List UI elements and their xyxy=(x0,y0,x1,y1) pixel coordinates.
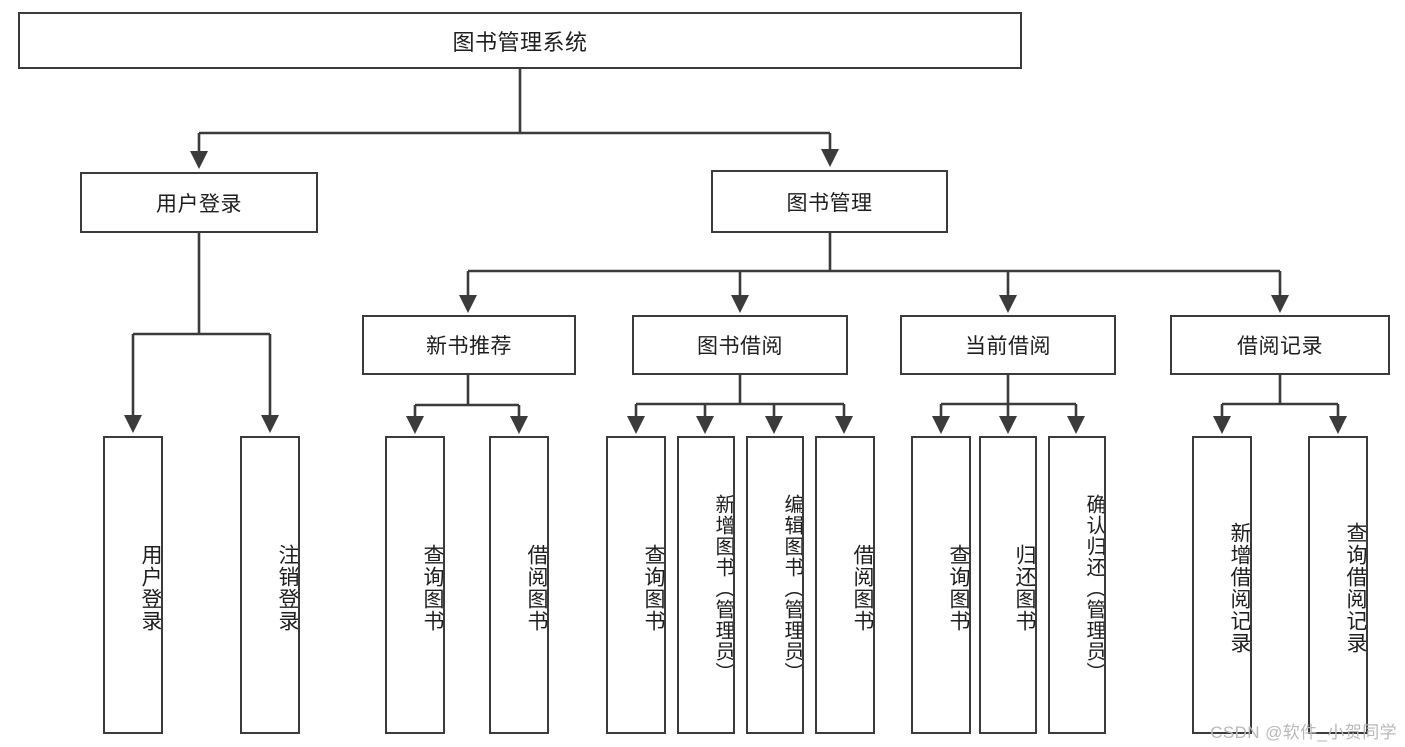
node-new-book-recommendation[interactable]: 新书推荐 xyxy=(362,315,576,375)
node-root-book-management-system[interactable]: 图书管理系统 xyxy=(18,12,1022,69)
node-leaf-edit-book-admin[interactable]: 编辑图书（管理员） xyxy=(746,436,804,734)
csdn-watermark: CSDN @软件_小贺同学 xyxy=(1210,723,1397,742)
node-book-management[interactable]: 图书管理 xyxy=(711,170,948,233)
node-leaf-query-book-current[interactable]: 查询图书 xyxy=(911,436,971,734)
node-leaf-query-borrow-record[interactable]: 查询借阅记录 xyxy=(1308,436,1368,734)
node-leaf-borrow-book-rec[interactable]: 借阅图书 xyxy=(489,436,549,734)
node-leaf-add-borrow-record[interactable]: 新增借阅记录 xyxy=(1192,436,1252,734)
node-leaf-query-book-rec[interactable]: 查询图书 xyxy=(385,436,445,734)
node-leaf-confirm-return-admin[interactable]: 确认归还（管理员） xyxy=(1048,436,1106,734)
node-leaf-return-book[interactable]: 归还图书 xyxy=(979,436,1037,734)
node-borrowing-record[interactable]: 借阅记录 xyxy=(1170,315,1390,375)
node-leaf-user-login[interactable]: 用户登录 xyxy=(103,436,163,734)
node-current-borrowing[interactable]: 当前借阅 xyxy=(900,315,1116,375)
node-leaf-borrow-book-borrow[interactable]: 借阅图书 xyxy=(815,436,875,734)
node-leaf-logout[interactable]: 注销登录 xyxy=(240,436,300,734)
node-leaf-query-book-borrow[interactable]: 查询图书 xyxy=(606,436,666,734)
node-user-login[interactable]: 用户登录 xyxy=(80,172,318,233)
node-leaf-add-book-admin[interactable]: 新增图书（管理员） xyxy=(677,436,735,734)
node-book-borrowing[interactable]: 图书借阅 xyxy=(632,315,848,375)
